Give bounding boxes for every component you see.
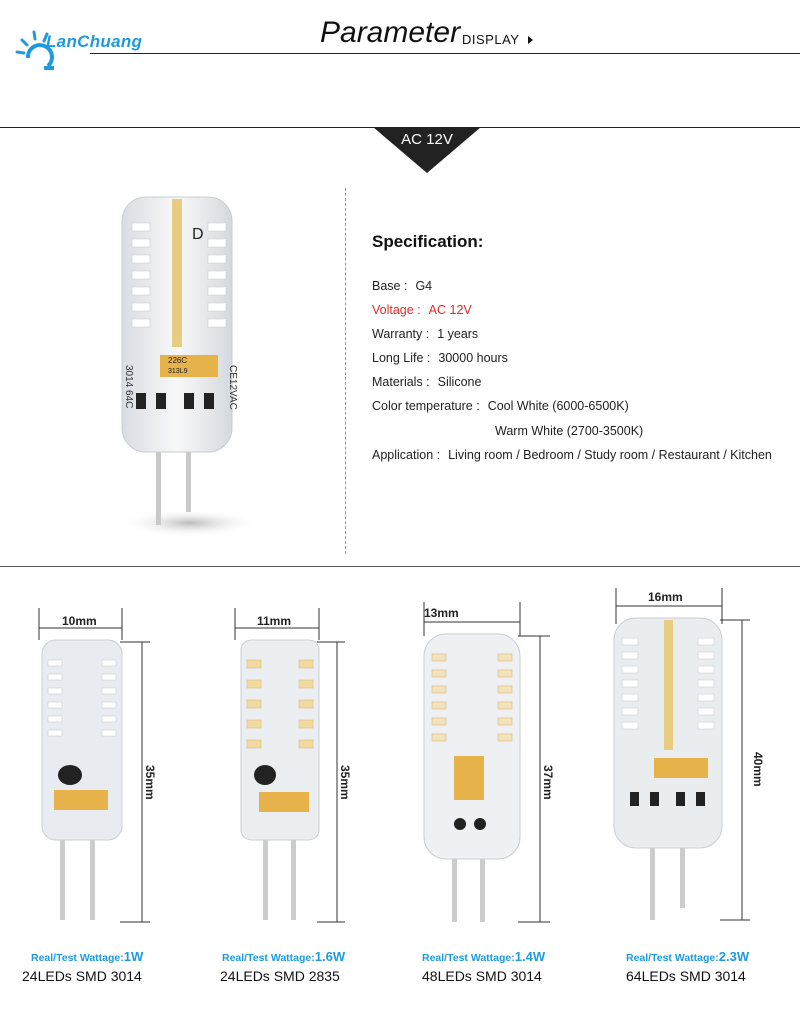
spec-value: Living room / Bedroom / Study room / Res…: [448, 448, 772, 462]
bulb-cap-code: 226C: [168, 356, 187, 365]
spec-label: Materials :: [372, 375, 430, 389]
sun-logo-icon: [15, 30, 54, 70]
wattage-label: Real/Test Wattage:1.6W: [222, 949, 346, 964]
brand-name: LanChuang: [46, 32, 143, 51]
bulb-1-4w-image: [423, 602, 550, 923]
arrow-right-icon: [528, 36, 533, 44]
voltage-badge-label: AC 12V: [401, 131, 453, 148]
g4-bulb-image: D 226C 313L9 3014 64C CE12VAC: [120, 196, 260, 537]
wattage-label: Real/Test Wattage:2.3W: [626, 949, 750, 964]
spec-row-color-temp: Color temperature : Cool White (6000-6500…: [372, 399, 629, 413]
bulb-right-print: CE12VAC: [227, 365, 238, 410]
spec-value: AC 12V: [428, 303, 472, 317]
width-label: 10mm: [62, 614, 97, 628]
spec-label: Voltage :: [372, 303, 421, 317]
spec-value: Cool White (6000-6500K): [487, 399, 629, 413]
spec-row-voltage: Voltage : AC 12V: [372, 303, 472, 317]
spec-row-warranty: Warranty : 1 years: [372, 327, 478, 341]
height-label: 40mm: [751, 752, 765, 787]
spec-row-color-temp-warm: Warm White (2700-3500K): [495, 424, 643, 438]
spec-row-application: Application : Living room / Bedroom / Stu…: [372, 448, 772, 462]
spec-label: Warranty :: [372, 327, 430, 341]
spec-row-long-life: Long Life : 30000 hours: [372, 351, 508, 365]
spec-label: Long Life :: [372, 351, 431, 365]
spec-label: Color temperature :: [372, 399, 480, 413]
height-label: 35mm: [143, 765, 157, 800]
spec-title: Specification:: [372, 232, 484, 251]
bulb-cap-lot: 313L9: [168, 368, 188, 375]
section-divider-bottom: [0, 566, 800, 567]
led-spec: 64LEDs SMD 3014: [626, 968, 746, 984]
width-label: 11mm: [257, 614, 292, 628]
spec-separator: [345, 188, 346, 554]
spec-value: G4: [415, 279, 433, 293]
spec-value: 1 years: [437, 327, 479, 341]
bulb-left-print: 3014 64C: [123, 365, 134, 408]
spec-row-materials: Materials : Silicone: [372, 375, 481, 389]
led-spec: 48LEDs SMD 3014: [422, 968, 542, 984]
spec-label: Application :: [372, 448, 441, 462]
voltage-badge: [373, 127, 481, 173]
bulb-mark-d: D: [192, 226, 204, 243]
height-label: 35mm: [338, 765, 352, 800]
page-title: Parameter: [320, 16, 461, 49]
bulb-2-3w-image: [613, 588, 750, 921]
spec-value: Silicone: [437, 375, 482, 389]
wattage-label: Real/Test Wattage:1.4W: [422, 949, 546, 964]
height-label: 37mm: [541, 765, 555, 800]
page-subtitle: DISPLAY: [462, 32, 520, 47]
spec-label: Base :: [372, 279, 408, 293]
spec-value: Warm White (2700-3500K): [495, 424, 644, 438]
wattage-label: Real/Test Wattage:1W: [31, 949, 144, 964]
header-divider: [90, 53, 800, 54]
led-spec: 24LEDs SMD 3014: [22, 968, 142, 984]
bulb-1-6w-image: [234, 608, 345, 923]
width-label: 16mm: [648, 590, 683, 604]
spec-value: 30000 hours: [438, 351, 508, 365]
led-spec: 24LEDs SMD 2835: [220, 968, 340, 984]
width-label: 13mm: [424, 606, 459, 620]
bulb-1w-image: [38, 608, 150, 923]
spec-row-base: Base : G4: [372, 279, 432, 293]
